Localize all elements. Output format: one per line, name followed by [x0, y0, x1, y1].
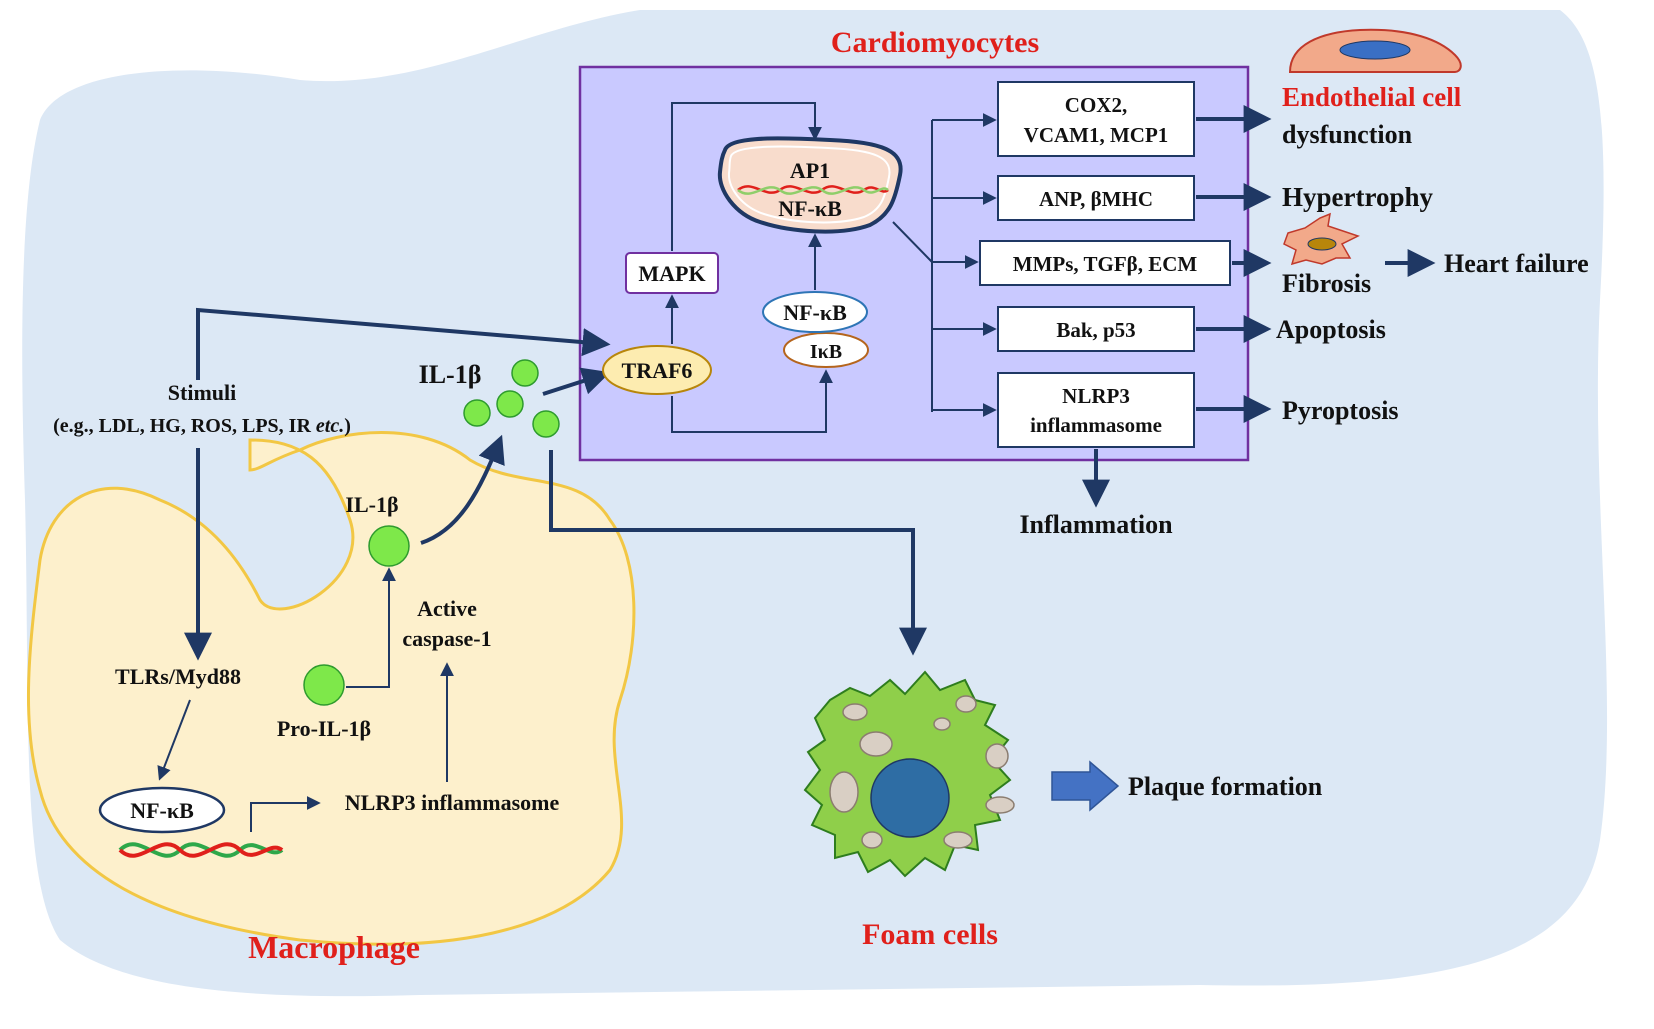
arrow-to-plaque	[1051, 760, 1120, 812]
arrow-il1b-secretion	[420, 434, 505, 545]
arrow-nfkb-to-nlrp3	[250, 796, 321, 832]
traf6-oval	[602, 345, 712, 395]
nlrp3-macrophage-label: NLRP3 inflammasome	[345, 790, 560, 815]
stimuli-title: Stimuli	[168, 380, 236, 405]
inflammation-label: Inflammation	[1019, 510, 1173, 539]
fibroblast-cell-icon	[1283, 212, 1360, 266]
arrow-traf6-to-ikb	[671, 369, 833, 433]
cardiomyocytes-title: Cardiomyocytes	[831, 26, 1039, 59]
arrow-stimuli-to-traf6	[196, 307, 611, 380]
stimuli-examples: (e.g., LDL, HG, ROS, LPS, IR etc.)	[53, 415, 351, 437]
arrow-il1b-to-traf6	[542, 367, 611, 396]
mapk-box	[625, 252, 719, 294]
target-box-cox2-line2: VCAM1, MCP1	[1024, 123, 1169, 147]
target-box-cox2	[997, 81, 1195, 157]
nucleus-to-branch-line	[892, 221, 933, 263]
plaque-formation-label: Plaque formation	[1128, 772, 1323, 801]
il1b-top-label: IL-1β	[419, 360, 482, 389]
target-box-nlrp3-line1: NLRP3	[1062, 384, 1130, 408]
nfkb-macrophage-label: NF-κB	[130, 798, 194, 823]
mapk-label: MAPK	[638, 261, 705, 286]
active-caspase-line2: caspase-1	[402, 626, 491, 651]
nfkb-cardio-label: NF-κB	[783, 300, 847, 325]
pro-il1b-circle	[303, 664, 345, 706]
target-box-nlrp3-line2: inflammasome	[1030, 413, 1162, 437]
outcome-hypertrophy: Hypertrophy	[1282, 182, 1434, 212]
ikb-label: IκB	[810, 341, 842, 363]
arrow-pro-il1b-to-il1b	[346, 567, 396, 688]
foam-cells-title: Foam cells	[862, 918, 998, 951]
outcome-pyroptosis: Pyroptosis	[1282, 396, 1399, 425]
foam-cell-icon	[803, 670, 1015, 878]
active-caspase-line1: Active	[417, 596, 477, 621]
outcome-fibrosis: Fibrosis	[1282, 269, 1371, 298]
traf6-label: TRAF6	[622, 358, 693, 383]
pro-il1b-label: Pro-IL-1β	[277, 716, 371, 741]
endothelial-cell-icon	[1288, 28, 1462, 73]
nucleus-shape	[717, 136, 903, 234]
target-box-mmps-label: MMPs, TGFβ, ECM	[1013, 252, 1198, 276]
target-box-anp-label: ANP, βMHC	[1039, 187, 1153, 211]
macrophage-title: Macrophage	[248, 929, 420, 965]
ap1-label: AP1	[790, 158, 830, 183]
nfkb-macrophage-oval	[98, 786, 226, 834]
dna-nucleus-icon	[737, 185, 889, 195]
target-box-nlrp3	[997, 372, 1195, 448]
target-box-bak	[997, 306, 1195, 352]
il1b-inner-circle	[368, 525, 410, 567]
tlrs-myd88-label: TLRs/Myd88	[115, 664, 241, 689]
target-box-mmps	[979, 240, 1231, 286]
target-box-cox2-line1: COX2,	[1065, 93, 1127, 117]
target-box-anp	[997, 175, 1195, 221]
arrow-il1b-to-foam	[549, 450, 927, 656]
target-box-bak-label: Bak, p53	[1056, 318, 1135, 342]
il1b-cluster	[463, 359, 560, 438]
arrow-mapk-to-ap1	[671, 102, 822, 251]
heart-failure-label: Heart failure	[1444, 249, 1589, 278]
outcome-endothelial-red: Endothelial cell	[1282, 82, 1462, 112]
nfkb-nucleus-label: NF-κB	[778, 196, 842, 221]
il1b-inner-label: IL-1β	[345, 492, 398, 517]
outcome-apoptosis: Apoptosis	[1276, 315, 1386, 344]
arrow-tlrs-to-nfkb	[157, 699, 191, 781]
dna-macrophage-icon	[118, 842, 284, 858]
ikb-oval	[783, 332, 869, 368]
outcome-endothelial-black: dysfunction	[1282, 120, 1413, 149]
nfkb-cardio-oval	[762, 291, 868, 333]
